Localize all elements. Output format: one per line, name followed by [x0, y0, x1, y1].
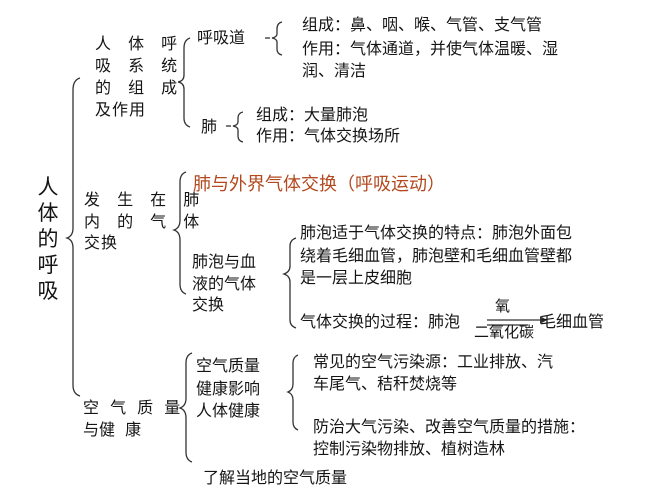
lung-function: 作用：气体交换场所 — [256, 126, 401, 145]
section3-label-line1: 空 气 质 量 — [83, 398, 184, 417]
section2-label-line3: 交换 — [84, 233, 119, 252]
section1-label-line4: 及作用 — [95, 100, 147, 119]
process-arrow-head — [540, 316, 547, 324]
lung-composition: 组成：大量肺泡 — [256, 105, 369, 124]
alveolar-feature-line3: 是一层上皮细胞 — [300, 268, 413, 287]
alveolar-feature-line2: 绕着毛细血管，肺泡壁和毛细血管壁都 — [300, 246, 573, 265]
root-brace — [64, 77, 81, 397]
pollution-sources-line1: 常见的空气污染源：工业排放、汽 — [313, 352, 554, 371]
section1-label-line2: 吸 系 统 — [95, 56, 184, 75]
prevention-measures-line2: 控制污染物排放、植树造林 — [313, 439, 506, 458]
pollution-sources-line2: 车尾气、秸秆焚烧等 — [313, 374, 458, 393]
airway-composition: 组成：鼻、咽、喉、气管、支气管 — [302, 15, 543, 34]
lung-external-exchange: 肺与外界气体交换（呼吸运动） — [193, 174, 445, 195]
process-arrow-top-label: 氧 — [495, 297, 511, 315]
root-title: 人体的呼吸 — [37, 175, 59, 303]
section2-label-line2: 内 的 气 体 — [84, 212, 206, 231]
local-air-quality: 了解当地的空气质量 — [203, 468, 348, 487]
section2-label-line1: 发 生 在 肺 — [84, 190, 206, 209]
alveolar-label-line2: 液的气体 — [192, 274, 257, 293]
process-suffix: 毛细血管 — [540, 312, 605, 331]
alveolar-feature-line1: 肺泡适于气体交换的特点：肺泡外面包 — [300, 223, 573, 242]
airway-function-cont: 润、清洁 — [302, 61, 367, 80]
alveolar-label-line3: 交换 — [192, 295, 225, 314]
airquality-label-line3: 人体健康 — [196, 401, 261, 420]
section2-brace — [171, 171, 187, 295]
process-arrow-bottom-label: 二氧化碳 — [474, 323, 535, 341]
airway-function: 作用：气体通道，并使气体温暖、湿 — [302, 39, 559, 58]
section1-label-line3: 的 组 成 — [95, 78, 184, 97]
section1-label-line1: 人 体 呼 — [95, 34, 184, 53]
lung-label: 肺 — [201, 117, 218, 136]
airquality-label-line2: 健康影响 — [196, 379, 261, 398]
airway-label: 呼吸道 — [197, 28, 246, 47]
process-prefix: 气体交换的过程：肺泡 — [300, 312, 461, 331]
lung-detail-brace — [232, 111, 244, 143]
alveolar-brace — [281, 237, 297, 329]
section1-brace — [177, 37, 191, 128]
airquality-label-line1: 空气质量 — [196, 356, 261, 375]
airquality-brace — [286, 354, 299, 431]
section3-label-line2: 与健 康 — [83, 420, 142, 439]
section3-brace — [177, 352, 193, 463]
alveolar-label-line1: 肺泡与血 — [192, 252, 257, 271]
prevention-measures-line1: 防治大气污染、改善空气质量的措施： — [313, 417, 586, 436]
airway-detail-brace — [271, 21, 283, 56]
